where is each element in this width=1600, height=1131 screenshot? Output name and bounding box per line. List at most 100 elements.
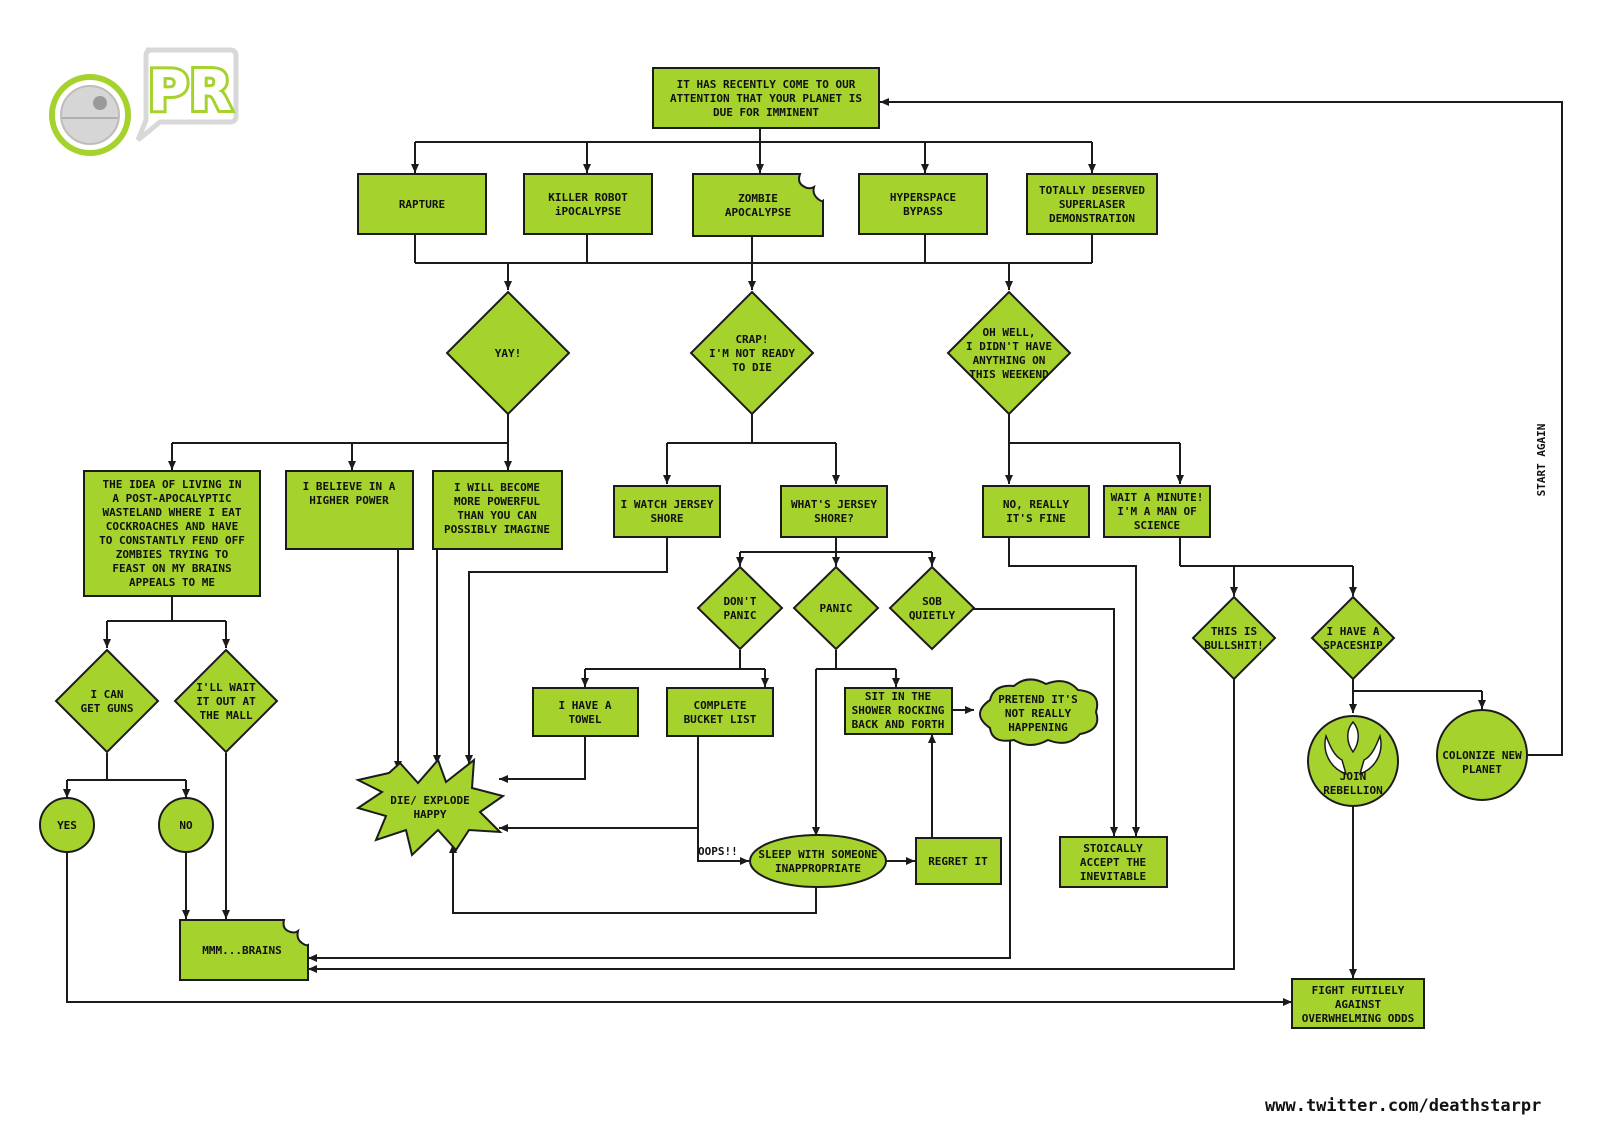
node-label-line: I WATCH JERSEY — [621, 498, 714, 511]
node-label-line: SUPERLASER — [1059, 198, 1126, 211]
node-label-line: PRETEND IT'S — [998, 693, 1077, 706]
node-label-line: TOWEL — [568, 713, 601, 726]
node-label-line: COLONIZE NEW — [1442, 749, 1522, 762]
node-label-line: STOICALLY — [1083, 842, 1143, 855]
node-label-line: HYPERSPACE — [890, 191, 956, 204]
node-label-line: I WILL BECOME — [454, 481, 540, 494]
node-label-line: COCKROACHES AND HAVE — [106, 520, 238, 533]
node-label-line: I DIDN'T HAVE — [966, 340, 1052, 353]
logo: PR — [49, 47, 239, 156]
node-label-line: MMM...BRAINS — [202, 944, 281, 957]
node-label-line: KILLER ROBOT — [548, 191, 628, 204]
node-label-line: OH WELL, — [983, 326, 1036, 339]
node-label-line: HAPPY — [413, 808, 446, 821]
node-label-line: PANIC — [819, 602, 852, 615]
node-label-line: THAN YOU CAN — [457, 509, 536, 522]
node-label: NO — [179, 819, 193, 832]
node-label-line: DON'T — [723, 595, 756, 608]
node-label-line: BULLSHIT! — [1204, 639, 1264, 652]
node-label-line: SLEEP WITH SOMEONE — [758, 848, 877, 861]
node-label-line: I HAVE A — [1327, 625, 1380, 638]
node-label-line: SPACESHIP — [1323, 639, 1383, 652]
node-regret-it: REGRET IT — [915, 837, 1002, 885]
node-label-line: PLANET — [1462, 763, 1502, 776]
node-label-line: POSSIBLY IMAGINE — [444, 523, 550, 536]
node-label: PANIC — [819, 602, 852, 615]
node-label-line: HAPPENING — [1008, 721, 1068, 734]
node-label-line: YES — [57, 819, 77, 832]
node-label-line: IT OUT AT — [196, 695, 256, 708]
twitter-footer-link[interactable]: www.twitter.com/deathstarpr — [1265, 1096, 1542, 1116]
node-label-line: TOTALLY DESERVED — [1039, 184, 1145, 197]
node-label-line: BACK AND FORTH — [852, 718, 945, 731]
node-label-line: I CAN — [90, 688, 123, 701]
node-label-line: CRAP! — [735, 333, 768, 346]
node-label-line: ACCEPT THE — [1080, 856, 1146, 869]
node-label: REGRET IT — [928, 855, 988, 868]
speech-bubble-icon — [135, 47, 239, 142]
node-label-line: INAPPROPRIATE — [775, 862, 861, 875]
node-label-line: WAIT A MINUTE! — [1111, 491, 1204, 504]
node-label-line: NO — [179, 819, 193, 832]
node-label-line: SIT IN THE — [865, 690, 931, 703]
node-label-line: NOT REALLY — [1005, 707, 1072, 720]
node-label-line: RAPTURE — [399, 198, 445, 211]
node-label-line: MORE POWERFUL — [454, 495, 540, 508]
node-label-line: TO DIE — [732, 361, 772, 374]
node-label-line: YAY! — [495, 347, 522, 360]
node-label-line: SHORE? — [814, 512, 854, 525]
node-no: NO — [158, 797, 214, 853]
node-label-line: TO CONSTANTLY FEND OFF — [99, 534, 245, 547]
node-label-line: DUE FOR IMMINENT — [713, 106, 819, 119]
node-label: MMM...BRAINS — [202, 944, 281, 957]
node-label-line: SOB — [922, 595, 942, 608]
node-label-line: I BELIEVE IN A — [303, 480, 396, 493]
node-label-line: ANYTHING ON — [973, 354, 1046, 367]
node-label-line: FEAST ON MY BRAINS — [112, 562, 231, 575]
node-label-line: WHAT'S JERSEY — [791, 498, 877, 511]
node-label-line: ZOMBIE — [738, 192, 778, 205]
node-label-line: I'M A MAN OF — [1117, 505, 1196, 518]
node-label-line: I'M NOT READY — [709, 347, 795, 360]
node-label-line: JOIN — [1340, 770, 1367, 783]
oops-label: OOPS!! — [698, 845, 738, 858]
node-label-line: REBELLION — [1323, 784, 1383, 797]
